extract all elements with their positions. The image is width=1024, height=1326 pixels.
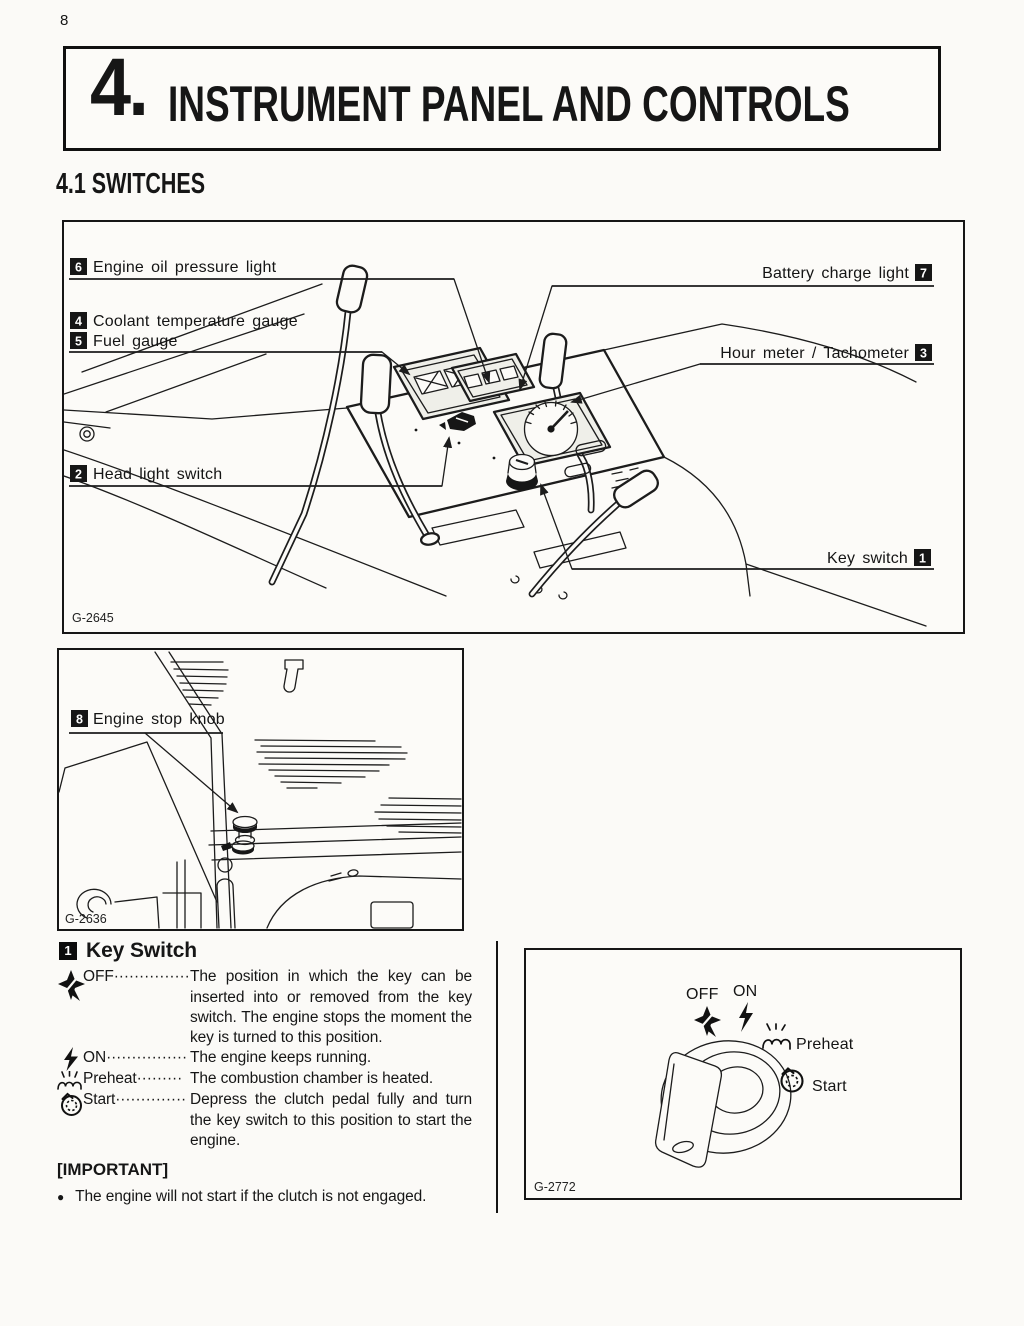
preheat-icon [762,1023,791,1050]
callout-number: 5 [75,335,82,349]
callout-tachometer: Hour meter / Tachometer [720,345,909,362]
term-description: The engine keeps running. [190,1049,372,1067]
callout-fuel: Fuel gauge [93,333,178,350]
important-note-text: The engine will not start if the clutch … [75,1187,427,1205]
term-description: The position in which the key can be ins… [190,968,472,1047]
label-on: ON [733,983,757,1000]
label-preheat: Preheat [796,1036,854,1053]
dot-leader: ················ [106,1049,188,1067]
column-divider [496,941,498,1213]
lever-grip [613,469,659,509]
figure-engine-stop-knob: 8 Engine stop knob G-2636 [57,648,464,931]
callout-number: 7 [920,267,927,281]
figure-key-switch-positions: OFF ON Preheat Start G-2772 [524,948,962,1200]
position-labels: OFF ON Preheat Start [686,983,854,1095]
callout-coolant: Coolant temperature gauge [93,313,298,330]
key-switch-cylinder [506,453,538,491]
term-label: Start [83,1091,116,1109]
callout-battery: Battery charge light [762,265,909,282]
term-description: Depress the clutch pedal fully and turn … [190,1091,472,1150]
callout-number: 6 [75,261,82,275]
lever-grip [359,353,393,415]
label-start: Start [812,1078,847,1095]
bullet-icon: ● [57,1189,65,1204]
callout-number: 1 [919,552,926,566]
start-icon [780,1067,804,1093]
figure-code: G-2645 [72,611,114,625]
indicator-light-cluster [450,352,536,403]
chapter-title: INSTRUMENT PANEL AND CONTROLS [168,76,850,132]
page-number: 8 [60,12,69,29]
list-item-on: ON················ The engine keeps runn… [57,1047,497,1072]
inserted-key [654,1052,723,1168]
figure-callouts: 8 Engine stop knob [69,710,239,814]
key-off-icon [58,970,86,1008]
engine-stop-knob-drawing: 8 Engine stop knob G-2636 [59,651,462,929]
control-levers [268,264,659,598]
callout-engine-stop: Engine stop knob [93,711,225,728]
figure-code: G-2772 [534,1180,576,1194]
figure-callouts: 6 Engine oil pressure light Battery char… [69,258,934,570]
headlight-switch-knob [439,412,476,431]
dot-leader: ········· [136,1070,183,1088]
lever-grip [538,332,568,390]
section-number-chip: 1 [59,942,77,961]
cab-interior-lines [59,651,462,929]
important-note: ● The engine will not start if the clutc… [57,1187,497,1207]
figure-instrument-panel: 6 Engine oil pressure light Battery char… [62,220,965,634]
term-label: OFF [83,968,114,986]
console-body-lines [64,283,927,627]
power-on-icon [739,1002,753,1032]
label-off: OFF [686,986,719,1003]
power-on-icon [63,1047,79,1077]
figure-code: G-2636 [65,912,107,926]
list-item-start: Start·············· Depress the clutch p… [57,1090,497,1151]
callout-number: 4 [75,315,82,329]
start-icon [59,1091,83,1123]
section-title: 4.1 SWITCHES [56,168,206,200]
instrument-panel-drawing: 6 Engine oil pressure light Battery char… [64,258,934,627]
lever-grip [335,264,369,314]
key-switch-section: 1 Key Switch OFF··············· The posi… [57,939,497,1207]
key-switch-heading: 1 Key Switch [59,939,497,962]
term-label: Preheat [83,1070,137,1088]
list-item-preheat: Preheat········· The combustion chamber … [57,1069,497,1091]
key-switch-title: Key Switch [86,939,198,962]
key-switch-positions-drawing: OFF ON Preheat Start G-2772 [534,983,854,1194]
tachometer-dial [492,391,612,468]
callout-number: 3 [920,347,927,361]
callout-number: 2 [75,468,82,482]
dot-leader: ·············· [115,1091,187,1109]
engine-stop-knob [221,815,258,855]
chapter-header: 4. INSTRUMENT PANEL AND CONTROLS [63,42,941,151]
callout-key-switch: Key switch [827,550,908,567]
chapter-number: 4. [90,42,149,133]
callout-headlight: Head light switch [93,466,222,483]
term-description: The combustion chamber is heated. [190,1070,434,1088]
important-label: [IMPORTANT] [57,1160,169,1180]
callout-number: 8 [76,713,83,727]
preheat-icon [57,1070,82,1096]
callout-oil-pressure: Engine oil pressure light [93,259,277,276]
key-off-icon [694,1006,721,1037]
position-icons [694,1002,804,1093]
dot-leader: ··············· [113,968,189,986]
list-item-off: OFF··············· The position in which… [57,967,497,1048]
term-label: ON [83,1049,107,1067]
